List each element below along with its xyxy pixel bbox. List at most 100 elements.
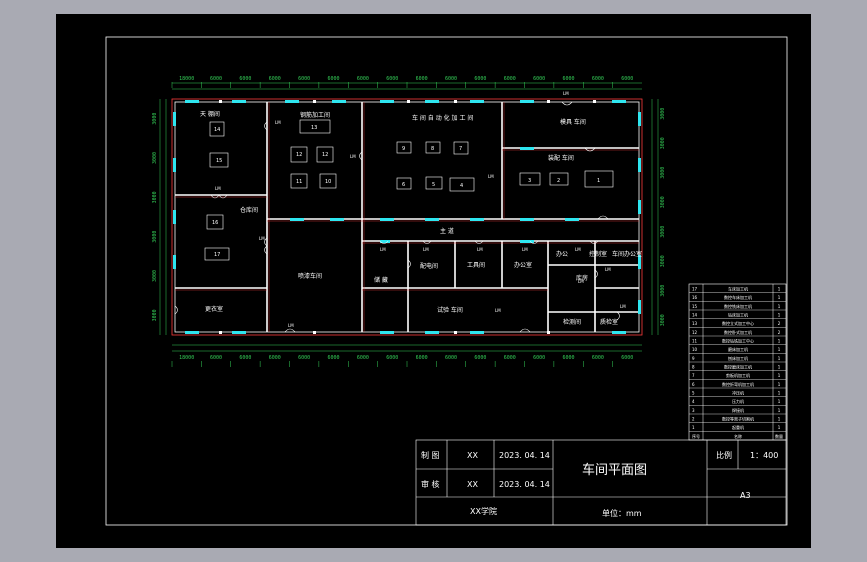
legend-name: 剪板机加工机	[726, 372, 750, 378]
eq-14: 14	[214, 127, 220, 133]
room-label-10: 储 藏	[374, 276, 388, 284]
dimension-label: 6000	[386, 76, 398, 82]
dimension-label: 6000	[504, 355, 516, 361]
dimension-label: 3000	[152, 152, 158, 164]
legend-no: 10	[692, 347, 698, 352]
legend-name: 数控等离子切割机	[722, 416, 754, 422]
eq-5: 5	[432, 182, 435, 188]
door-tag: LM	[380, 247, 386, 252]
dimension-label: 6000	[239, 355, 251, 361]
eq-15: 15	[216, 158, 222, 164]
dimension-label: 3000	[152, 309, 158, 321]
legend-qty: 1	[778, 373, 781, 378]
door-tag: LM	[522, 247, 528, 252]
dimension-label: 6000	[328, 355, 340, 361]
legend-no: 3	[692, 408, 695, 413]
legend-qty: 1	[778, 399, 781, 404]
drawn-label: 制 图	[421, 450, 440, 460]
legend-name: 数控折弯机加工机	[722, 381, 754, 387]
legend-no: 15	[692, 304, 698, 309]
dimension-label: 3000	[660, 285, 666, 297]
legend-qty: 1	[778, 408, 781, 413]
legend-qty: 1	[778, 382, 781, 387]
checked-date: 2023. 04. 14	[499, 480, 550, 489]
legend-name: 起重机	[732, 424, 744, 430]
dimension-label: 6000	[445, 355, 457, 361]
dimension-label: 6000	[563, 76, 575, 82]
dimension-label: 6000	[533, 355, 545, 361]
legend-name: 数控铣床加工机	[724, 303, 752, 309]
floor-plan	[171, 98, 643, 336]
dimension-label: 3000	[660, 255, 666, 267]
legend-no: 14	[692, 313, 698, 318]
dimension-label: 3000	[152, 113, 158, 125]
door-tag: LM	[620, 304, 626, 309]
legend-name: 刨床加工机	[728, 355, 748, 361]
unit-label: 单位：mm	[602, 508, 642, 518]
legend-no: 8	[692, 365, 695, 370]
paper	[56, 14, 811, 548]
equipment-labels: 14 15 16 17 13 12 12 11 10 9 8 7 6 5 4 3…	[212, 125, 600, 258]
legend-name: 数控磨床加工机	[724, 364, 752, 370]
eq-8: 8	[431, 146, 434, 152]
school-name: XX学院	[470, 506, 497, 516]
room-label-13: 办公室	[514, 261, 532, 269]
eq-7: 7	[459, 146, 462, 152]
dimension-label: 6000	[445, 76, 457, 82]
room-label-5: 仓库间	[240, 206, 258, 214]
room-label-12: 工具间	[467, 261, 485, 269]
door-tag: LM	[423, 247, 429, 252]
door-tag: LM	[477, 247, 483, 252]
dimension-label: 6000	[298, 355, 310, 361]
room-label-20: 库房	[576, 274, 588, 282]
legend-name: 冲压机	[732, 390, 744, 396]
eq-10: 10	[325, 179, 331, 185]
dimension-label: 3000	[660, 196, 666, 208]
door-tag: LM	[488, 174, 494, 179]
dimension-label: 6000	[298, 76, 310, 82]
sheet-size: A3	[740, 491, 751, 500]
dimension-label: 18000	[179, 355, 194, 361]
legend-qty: 1	[778, 304, 781, 309]
dim-top: 18000 6000 6000 6000 6000 6000 6000 6000 6000 600…	[171, 76, 633, 88]
room-label-19: 质检室	[600, 318, 618, 326]
legend-qty: 1	[778, 313, 781, 318]
room-label-8: 主 道	[440, 227, 454, 235]
checked-by: XX	[467, 480, 478, 489]
door-tag: LM	[288, 323, 294, 328]
door-tag: LM	[575, 247, 581, 252]
door-tag: LM	[259, 236, 265, 241]
dimension-label: 18000	[179, 76, 194, 82]
legend-no: 9	[692, 356, 695, 361]
room-label-9: 喷漆车间	[298, 272, 322, 280]
legend-name: 车床加工机	[728, 286, 748, 292]
room-label-14: 试验 车间	[437, 306, 463, 314]
room-label-11: 配电间	[420, 262, 438, 270]
dimension-label: 6000	[239, 76, 251, 82]
door-tag: LM	[578, 279, 584, 284]
legend-name: 压力机	[732, 398, 744, 404]
legend-qty: 1	[778, 356, 781, 361]
dimension-label: 6000	[210, 76, 222, 82]
room-label-7: 更衣室	[205, 305, 223, 313]
legend-no: 序号	[692, 433, 700, 439]
dimension-label: 6000	[357, 76, 369, 82]
legend-qty: 1	[778, 347, 781, 352]
eq-11: 11	[296, 179, 302, 185]
dimension-label: 6000	[592, 76, 604, 82]
eq-6: 6	[402, 182, 405, 188]
dimension-label: 6000	[621, 76, 633, 82]
eq-16: 16	[212, 220, 218, 226]
dimension-label: 6000	[474, 355, 486, 361]
dimension-label: 3000	[660, 167, 666, 179]
dimension-label: 6000	[504, 76, 516, 82]
legend-qty: 1	[778, 425, 781, 430]
legend-name: 数控车床加工机	[724, 294, 752, 300]
legend-qty: 2	[778, 321, 781, 326]
door-tag: LM	[563, 91, 569, 96]
legend-no: 17	[692, 287, 698, 292]
room-labels: 天 棚间 钢筋加工间 车 间 自 动 化 加 工 间 模具 车间 仓库间 装配 …	[200, 110, 642, 326]
legend-name: 数控立式加工中心	[722, 320, 754, 326]
eq-4: 4	[460, 183, 463, 189]
